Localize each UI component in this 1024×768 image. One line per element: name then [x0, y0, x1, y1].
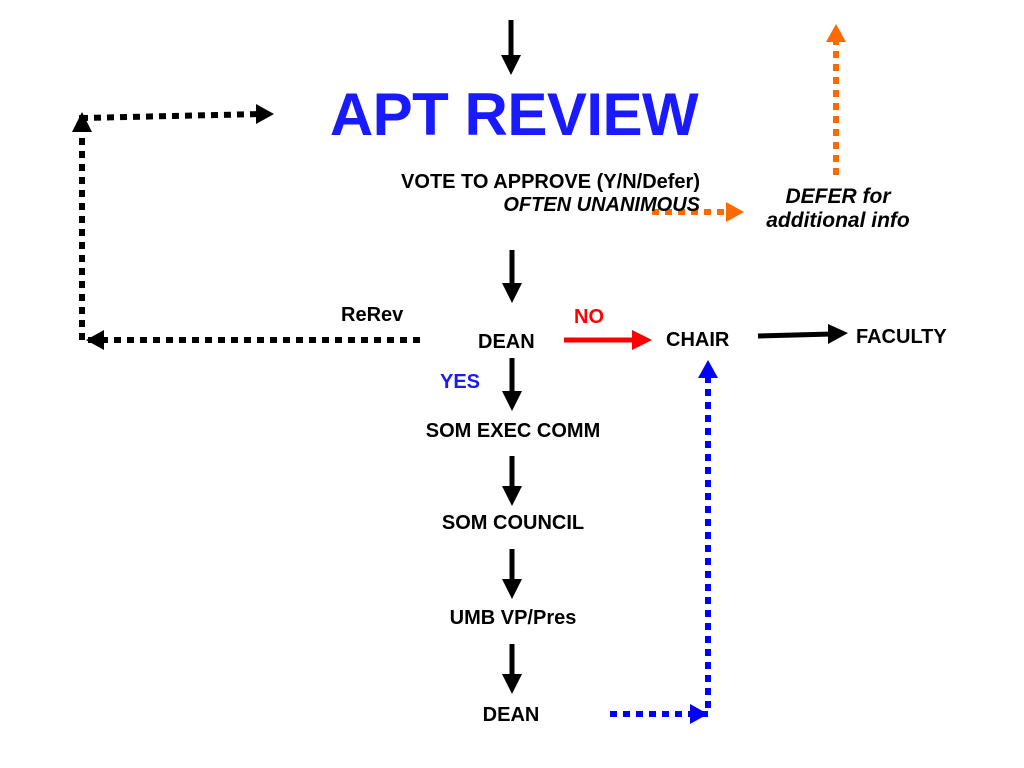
page-title: APT REVIEW: [329, 81, 699, 148]
arrow-umb-to-dean-final: [502, 644, 522, 694]
yes-label: YES: [440, 371, 481, 393]
node-dean-final: DEAN: [482, 704, 540, 726]
node-umb-vp-pres: UMB VP/Pres: [449, 607, 577, 629]
defer-note-line2: additional info: [766, 209, 910, 233]
rerev-label: ReRev: [341, 304, 404, 326]
node-chair: CHAIR: [666, 329, 730, 351]
defer-note: DEFER for additional info: [766, 185, 909, 233]
vote-line-unanimous: OFTEN UNANIMOUS: [503, 194, 700, 216]
arrow-chair-to-faculty: [757, 324, 848, 344]
node-som-exec-comm: SOM EXEC COMM: [425, 420, 601, 442]
arrow-defer: [652, 202, 744, 222]
node-som-council: SOM COUNCIL: [441, 512, 585, 534]
vote-block: VOTE TO APPROVE (Y/N/Defer) OFTEN UNANIM…: [401, 171, 700, 217]
arrow-rerev-loop: [72, 104, 420, 350]
vote-line-approve: VOTE TO APPROVE (Y/N/Defer): [401, 171, 700, 193]
arrow-no-dean-to-chair: [564, 330, 652, 350]
node-dean: DEAN: [478, 331, 535, 353]
arrow-vote-to-dean: [502, 250, 522, 303]
arrow-som-council-to-umb: [502, 549, 522, 599]
arrow-dean-to-som-exec: [502, 358, 522, 411]
no-label: NO: [574, 306, 604, 328]
node-faculty: FACULTY: [856, 326, 947, 348]
arrow-into-apt-review: [501, 20, 521, 75]
arrow-final-dean-to-chair: [610, 360, 718, 724]
arrow-defer-up: [826, 24, 846, 175]
defer-note-line1: DEFER for: [785, 185, 891, 208]
arrow-som-exec-to-som-council: [502, 456, 522, 506]
